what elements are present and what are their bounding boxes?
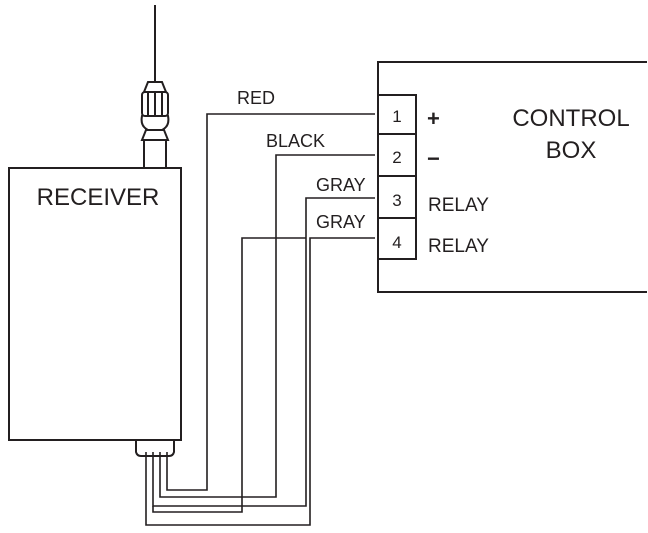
terminal-number-1: 1 [392, 107, 401, 126]
control-box: CONTROL BOX [377, 61, 647, 293]
wire-gray-2 [145, 237, 375, 526]
receiver-body [8, 167, 182, 441]
antenna [140, 5, 170, 169]
wire-label-red: RED [237, 88, 275, 108]
control-box-outline [377, 61, 647, 293]
terminal-strip: 1 2 3 4 + − RELAY RELAY [377, 94, 489, 260]
control-box-label-line2: BOX [546, 137, 597, 164]
terminal-function-2: − [427, 146, 440, 171]
terminal-number-2: 2 [392, 148, 401, 167]
terminal-number-3: 3 [392, 191, 401, 210]
wire-label-gray-1: GRAY [316, 175, 366, 195]
terminal-number-4: 4 [392, 233, 401, 252]
terminal-function-4: RELAY [428, 236, 489, 257]
wire-gray-1 [152, 197, 375, 507]
wires [145, 113, 375, 526]
control-box-label-line1: CONTROL [512, 105, 629, 132]
receiver: RECEIVER [8, 167, 182, 441]
cable-grommet [135, 439, 175, 457]
terminal-function-3: RELAY [428, 195, 489, 216]
receiver-label: RECEIVER [37, 184, 160, 211]
wire-gray-crossover [152, 237, 306, 513]
wire-label-black: BLACK [266, 131, 325, 151]
wire-labels: RED BLACK GRAY GRAY [237, 88, 366, 232]
terminal-function-1: + [427, 106, 440, 131]
wire-black [159, 154, 375, 498]
wire-red [166, 113, 375, 491]
wire-label-gray-2: GRAY [316, 212, 366, 232]
